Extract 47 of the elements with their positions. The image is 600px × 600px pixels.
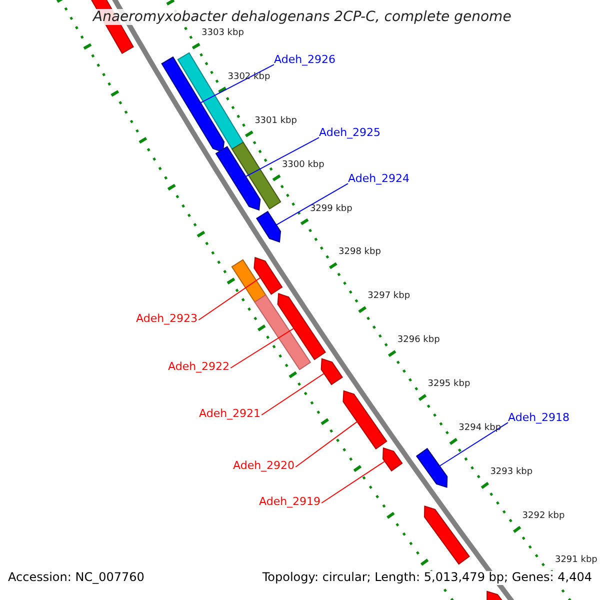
- tick-label: 3296 kbp: [397, 335, 440, 346]
- tick-label: 3302 kbp: [228, 72, 270, 82]
- tick-label: 3297 kbp: [368, 291, 410, 302]
- gene-feature: [424, 506, 470, 565]
- leader-line: [261, 373, 324, 416]
- leader-line: [295, 421, 358, 468]
- gene-feature: [416, 448, 448, 488]
- tick-label: 3299 kbp: [310, 204, 352, 214]
- gene-feature: [277, 293, 326, 360]
- gene-label: Adeh_2922: [168, 361, 230, 374]
- gene-feature: [254, 256, 283, 295]
- gene-feature: [320, 358, 343, 386]
- gene-feature: [342, 390, 388, 450]
- tick-label: 3298 kbp: [338, 247, 381, 258]
- gene-label: Adeh_2918: [508, 412, 570, 425]
- genome-stats-text: Topology: circular; Length: 5,013,479 bp; Genes: 4,404: [262, 571, 592, 585]
- tick-label: 3293 kbp: [490, 467, 533, 478]
- leader-line: [198, 277, 261, 320]
- leader-line: [230, 328, 294, 368]
- leader-line: [245, 137, 320, 178]
- gene-feature: [231, 142, 282, 210]
- accession-text: Accession: NC_007760: [8, 571, 144, 585]
- gene-feature: [231, 259, 266, 303]
- leader-line: [321, 460, 386, 504]
- tick-label: 3303 kbp: [202, 28, 244, 38]
- tick-label: 3301 kbp: [254, 116, 297, 126]
- gene-label: Adeh_2920: [233, 460, 295, 473]
- gene-label: Adeh_2926: [274, 54, 336, 67]
- tick-label: 3294 kbp: [458, 423, 502, 434]
- gene-label: Adeh_2923: [136, 313, 198, 326]
- gene-feature: [256, 210, 282, 243]
- gene-label: Adeh_2921: [199, 408, 261, 421]
- title: Anaeromyxobacter dehalogenans 2CP-C, complete genome: [93, 9, 512, 26]
- gene-feature: [161, 56, 225, 153]
- leader-line: [439, 422, 508, 466]
- tick-label: 3300 kbp: [282, 160, 324, 170]
- gene-feature: [215, 146, 261, 211]
- leader-line: [200, 64, 274, 104]
- gene-label: Adeh_2924: [348, 173, 410, 186]
- gene-label: Adeh_2919: [259, 496, 321, 509]
- tick-label: 3291 kbp: [554, 554, 598, 566]
- leader-line: [276, 183, 348, 226]
- gene-feature: [382, 447, 403, 472]
- tick-label: 3295 kbp: [428, 379, 470, 390]
- gene-feature: [254, 294, 312, 370]
- tick-label: 3292 kbp: [522, 511, 565, 522]
- gene-label: Adeh_2925: [319, 127, 381, 140]
